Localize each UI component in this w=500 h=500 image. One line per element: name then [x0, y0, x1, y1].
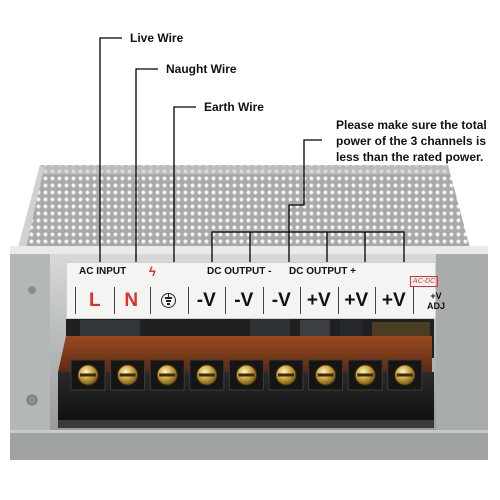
- terminal-label-text: -V: [234, 289, 254, 311]
- dc-output-bracket: [211, 231, 405, 272]
- note-line-3: less than the rated power.: [336, 150, 484, 164]
- screw-slot: [119, 373, 136, 377]
- screw-slot: [317, 373, 334, 377]
- terminal-label-text: N: [124, 289, 139, 311]
- naught-wire-leader: [135, 68, 158, 272]
- live-wire-leader: [99, 37, 122, 272]
- terminal-block: [58, 336, 434, 428]
- terminal-label-4: -V: [188, 287, 226, 314]
- terminal-label-text: -V: [271, 289, 291, 311]
- note-line-2: power of the 3 channels is: [336, 134, 487, 148]
- terminal-label-strip: AC INPUT ϟ DC OUTPUT - DC OUTPUT + AC-DC…: [66, 262, 445, 319]
- terminal-label-2: N: [113, 287, 151, 314]
- live-wire-label: Live Wire: [130, 31, 184, 45]
- terminal-label-text: -V: [196, 289, 216, 311]
- perforated-lid: [18, 165, 470, 248]
- leader-lines: [99, 37, 405, 272]
- screw-slot: [238, 373, 255, 377]
- earth-wire-label: Earth Wire: [204, 100, 264, 114]
- ground-symbol-icon: [160, 293, 176, 308]
- screw-slot: [80, 373, 96, 377]
- screw-slot: [357, 373, 374, 377]
- power-warning-note: Please make sure the total power of the …: [336, 117, 496, 165]
- terminal-label-5: -V: [225, 287, 264, 314]
- terminal-label-9: +V: [375, 287, 414, 314]
- terminal-label-3: [150, 287, 189, 314]
- terminal-label-text: L: [88, 289, 101, 311]
- note-leader: [288, 139, 322, 232]
- screw-slot: [396, 373, 413, 377]
- lightning-bolt-icon: ϟ: [149, 264, 156, 279]
- note-line-1: Please make sure the total: [336, 118, 487, 132]
- earth-wire-leader: [173, 106, 196, 272]
- naught-wire-label: Naught Wire: [166, 62, 237, 76]
- dc-output-ticks: [249, 232, 366, 272]
- adj-label: +V ADJ: [416, 291, 456, 311]
- dc-output-minus-label: DC OUTPUT -: [207, 266, 272, 277]
- terminal-label-1: L: [75, 287, 115, 314]
- adj-top-label: +V: [430, 291, 442, 301]
- ac-dc-badge: AC-DC: [409, 276, 439, 287]
- terminal-label-6: -V: [263, 287, 301, 314]
- screw-slot: [278, 373, 294, 377]
- terminal-label-7: +V: [300, 287, 339, 314]
- adj-bottom-label: ADJ: [426, 301, 445, 311]
- screw-slot: [159, 373, 176, 377]
- terminal-label-text: +V: [306, 289, 331, 311]
- terminal-label-text: +V: [381, 289, 406, 311]
- terminal-label-text: +V: [344, 289, 369, 311]
- terminal-label-8: +V: [338, 287, 376, 314]
- screw-slot: [198, 373, 215, 377]
- ac-input-label: AC INPUT: [79, 266, 127, 277]
- dc-output-plus-label: DC OUTPUT +: [289, 266, 356, 277]
